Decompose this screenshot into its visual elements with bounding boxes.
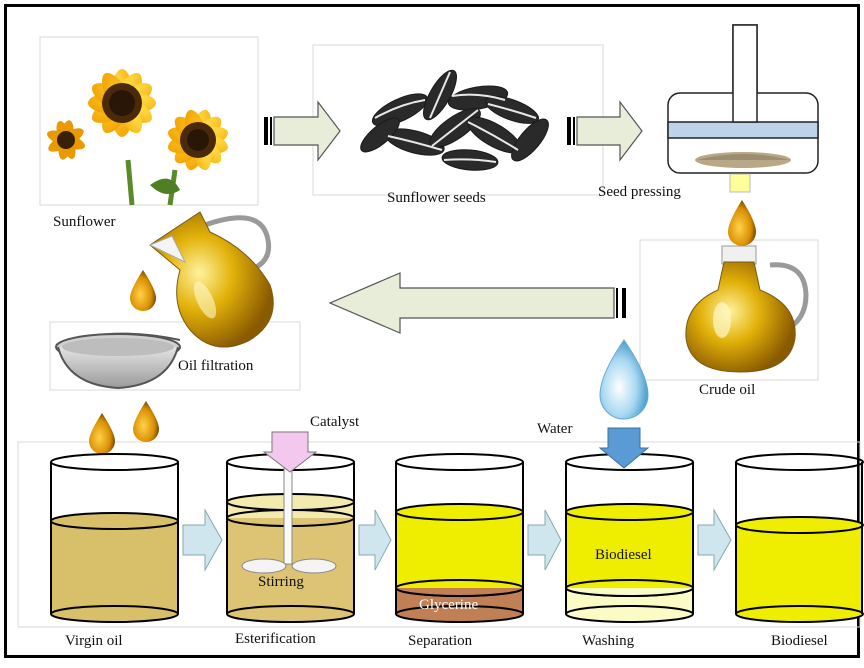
label-water: Water xyxy=(537,421,573,437)
stage-label-virgin-oil: Virgin oil xyxy=(65,633,123,649)
catalyst-arrow xyxy=(262,431,318,473)
arrow-seeds-to-press xyxy=(567,100,643,162)
seeds-icon xyxy=(360,69,549,171)
tank-inner-label-glycerine: Glycerine xyxy=(419,597,479,613)
crude-oil-jug-icon xyxy=(685,245,809,373)
outer-border xyxy=(4,4,860,658)
filter-sieve-icon xyxy=(55,332,181,390)
stirrer-icon xyxy=(241,461,337,574)
label-sunflower-seeds: Sunflower seeds xyxy=(387,190,486,206)
water-arrow xyxy=(598,427,650,469)
label-sunflower: Sunflower xyxy=(53,214,116,230)
tank-virgin-oil xyxy=(50,453,179,623)
water-drop-icon xyxy=(599,339,649,420)
pouring-jug-icon xyxy=(148,211,274,348)
tank-inner-label-biodiesel: Biodiesel xyxy=(595,547,652,563)
oil-drop-icon xyxy=(89,200,756,454)
label-seed-pressing: Seed pressing xyxy=(598,184,681,200)
tank-separation xyxy=(395,453,524,623)
stage-label-separation: Separation xyxy=(408,633,473,649)
stage-label-washing: Washing xyxy=(582,633,635,649)
label-crude-oil: Crude oil xyxy=(699,382,756,398)
pipe-arrows xyxy=(182,508,732,572)
stage-label-esterification: Esterification xyxy=(235,631,316,647)
tank-biodiesel xyxy=(735,453,864,623)
arrow-crude-to-filtration xyxy=(328,272,626,334)
tank-washing xyxy=(565,453,694,623)
tank-inner-label-stirring: Stirring xyxy=(258,574,304,590)
arrow-sunflower-to-seeds xyxy=(264,100,341,162)
stage-label-biodiesel: Biodiesel xyxy=(771,633,828,649)
label-catalyst: Catalyst xyxy=(310,414,360,430)
tank-esterification xyxy=(226,453,355,623)
label-oil-filtration: Oil filtration xyxy=(178,358,254,374)
seed-press-icon xyxy=(667,24,819,193)
sunflower-icon xyxy=(47,69,229,206)
